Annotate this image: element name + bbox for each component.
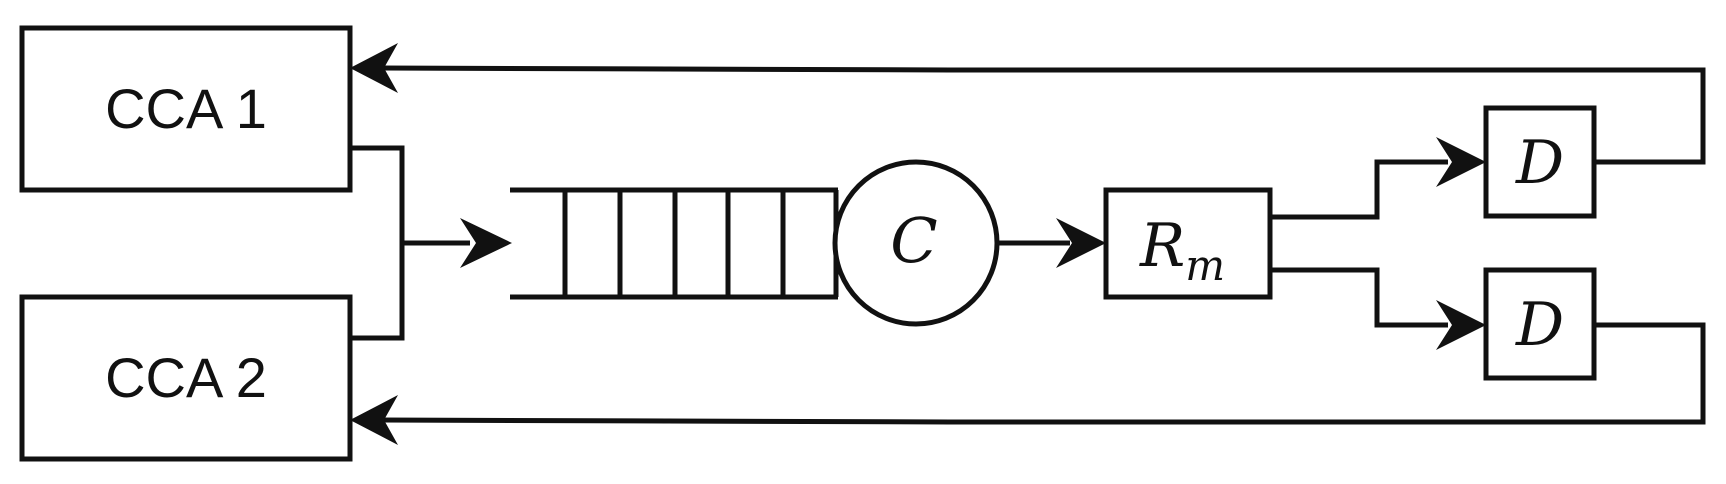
delay-top-arrowhead — [1436, 137, 1486, 187]
cca1-label: CCA 1 — [105, 77, 267, 140]
router-input-arrowhead — [1056, 218, 1106, 268]
router-to-delay-bottom-wire — [1270, 267, 1448, 328]
queue — [510, 187, 839, 300]
cca2-node: CCA 2 — [19, 294, 353, 462]
delay-bottom-label: D — [1515, 290, 1564, 360]
router-main: R — [1139, 211, 1185, 281]
cca1-node: CCA 1 — [19, 25, 353, 193]
delay-top-label: D — [1515, 128, 1564, 198]
delay-bottom-node: D — [1483, 267, 1597, 381]
cca2-label: CCA 2 — [105, 346, 267, 409]
delay-top-node: D — [1483, 105, 1597, 219]
router-to-delay-top-wire — [1270, 159, 1448, 220]
router-subscript: m — [1185, 241, 1225, 290]
feedback-to-cca2-wire — [379, 322, 1706, 425]
router-label: Rm — [1139, 211, 1225, 290]
server-node: C — [832, 159, 1000, 327]
queue-input-arrowhead — [460, 218, 512, 268]
router-node: Rm — [1103, 187, 1273, 300]
cca2-to-queue-wire — [350, 243, 405, 341]
cca2-feedback-arrowhead — [350, 395, 398, 445]
feedback-to-cca1-wire — [379, 65, 1706, 165]
server-label: C — [890, 204, 937, 277]
cca1-feedback-arrowhead — [350, 43, 398, 93]
cca1-to-queue-wire — [350, 145, 470, 246]
delay-bottom-arrowhead — [1436, 300, 1486, 350]
